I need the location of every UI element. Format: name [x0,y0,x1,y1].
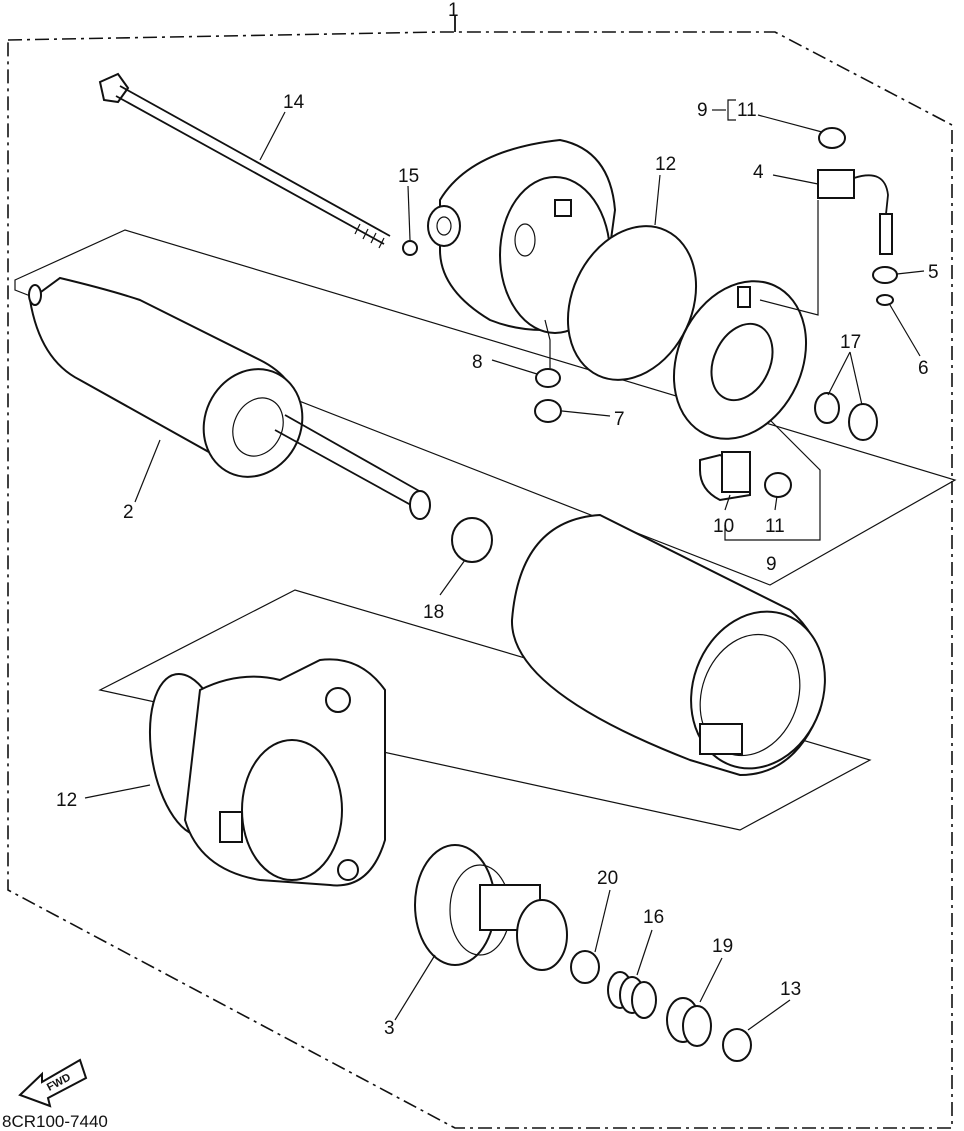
brush-holder-10 [699,451,751,502]
callout-13: 13 [780,979,801,1000]
drawing-code: 8CR100-7440 [2,1112,108,1131]
washer-5 [872,266,898,284]
callout-9-bottom: 9 [766,554,777,575]
callout-19: 19 [712,936,733,957]
yoke [510,513,826,777]
washer-17b [848,403,878,441]
callout-12-left: 12 [56,790,77,811]
callout-9-top: 9 [697,100,708,121]
nut-11-top [818,127,846,149]
callout-18: 18 [423,602,444,623]
brush-plate [672,280,808,440]
terminal-lead [817,169,893,255]
callout-11-bottom: 11 [765,516,785,537]
callout-17: 17 [840,332,861,353]
callout-10: 10 [713,516,734,537]
callout-5: 5 [928,262,939,283]
callout-2: 2 [123,502,134,523]
callout-11-top: 11 [737,100,757,121]
clip-13 [722,1028,752,1062]
pinion-clutch [414,844,568,971]
collar-19 [666,997,712,1047]
armature [28,276,431,520]
armature-group-outline [14,229,957,586]
rear-cover [427,138,617,334]
brush-11-bottom [764,472,792,498]
washer-18 [451,517,493,563]
callout-12-top: 12 [655,154,676,175]
front-cover [148,658,386,887]
callout-4: 4 [753,162,764,183]
washer-6 [876,294,894,306]
through-bolt [98,72,391,249]
fwd-arrow-icon [18,1058,88,1108]
spring-16 [607,971,657,1019]
assembly-number-label: 1 [448,0,459,21]
callout-6: 6 [918,358,929,379]
callout-8: 8 [472,352,483,373]
callout-20: 20 [597,868,618,889]
callout-14: 14 [283,92,305,113]
ring-20 [570,950,600,984]
washer-17a [814,392,840,424]
callout-3: 3 [384,1018,395,1039]
callout-7: 7 [614,409,625,430]
leader-lines [84,99,925,1031]
front-housing-group-outline [98,589,872,831]
assembly-boundary [7,16,953,1129]
nut-7 [534,399,562,423]
o-ring-15 [402,240,418,256]
callout-16: 16 [643,907,664,928]
nut-8 [535,368,561,388]
callout-15: 15 [398,166,419,187]
